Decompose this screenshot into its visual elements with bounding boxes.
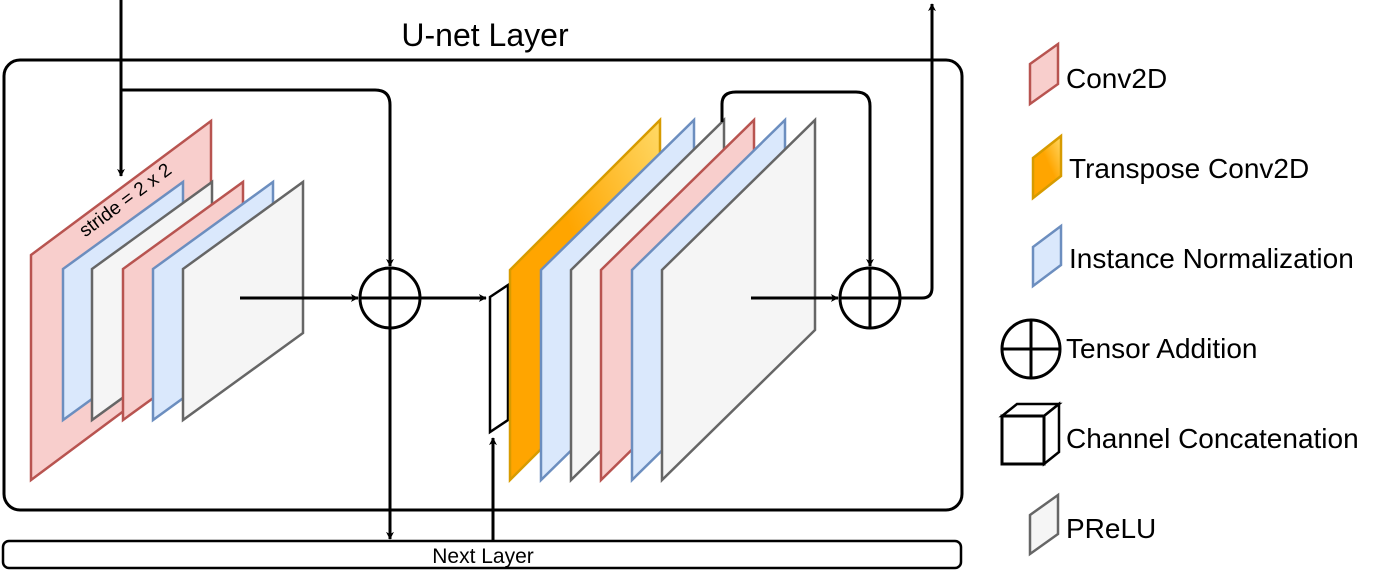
legend-item-tensor-addition: Tensor Addition bbox=[1000, 318, 1257, 380]
diagram-title: U-net Layer bbox=[401, 17, 569, 53]
next-layer-label: Next Layer bbox=[432, 545, 534, 568]
encoder-skip-arrow bbox=[121, 88, 394, 267]
legend-norm-swatch bbox=[1031, 223, 1063, 289]
tensor-addition-decoder bbox=[838, 266, 902, 330]
legend-transpose-swatch bbox=[1031, 133, 1063, 201]
encoder-block: stride = 2 x 2 bbox=[29, 118, 305, 483]
prelu-layer bbox=[181, 179, 305, 423]
legend-item-conv2d: Conv2D bbox=[1028, 41, 1167, 107]
legend: Conv2D Transpose Conv2D Instance Normali… bbox=[998, 41, 1359, 557]
legend-item-prelu: PReLU bbox=[1028, 492, 1156, 557]
legend-addition-label: Tensor Addition bbox=[1066, 333, 1257, 364]
decoder-skip-arrow bbox=[720, 90, 874, 267]
legend-conv2d-swatch bbox=[1028, 41, 1060, 107]
next-layer-bar bbox=[1, 539, 963, 570]
decoder-block bbox=[488, 116, 817, 484]
legend-addition-icon bbox=[1000, 318, 1062, 380]
legend-item-instance-norm: Instance Normalization bbox=[1031, 223, 1354, 289]
prelu-layer bbox=[660, 117, 817, 483]
legend-concat-cube-icon bbox=[998, 401, 1063, 467]
legend-prelu-label: PReLU bbox=[1066, 513, 1156, 544]
tensor-addition-encoder bbox=[358, 266, 422, 330]
legend-transpose-label: Transpose Conv2D bbox=[1069, 153, 1309, 184]
legend-prelu-swatch bbox=[1028, 492, 1060, 557]
output-arrow bbox=[901, 3, 936, 300]
legend-item-channel-concat: Channel Concatenation bbox=[998, 401, 1359, 467]
channel-concat-block bbox=[488, 282, 510, 435]
legend-concat-label: Channel Concatenation bbox=[1066, 423, 1359, 454]
unet-layer-box bbox=[2, 58, 964, 512]
connections bbox=[117, 0, 936, 541]
legend-item-transpose-conv2d: Transpose Conv2D bbox=[1031, 133, 1309, 201]
legend-conv2d-label: Conv2D bbox=[1066, 63, 1167, 94]
legend-norm-label: Instance Normalization bbox=[1069, 243, 1354, 274]
